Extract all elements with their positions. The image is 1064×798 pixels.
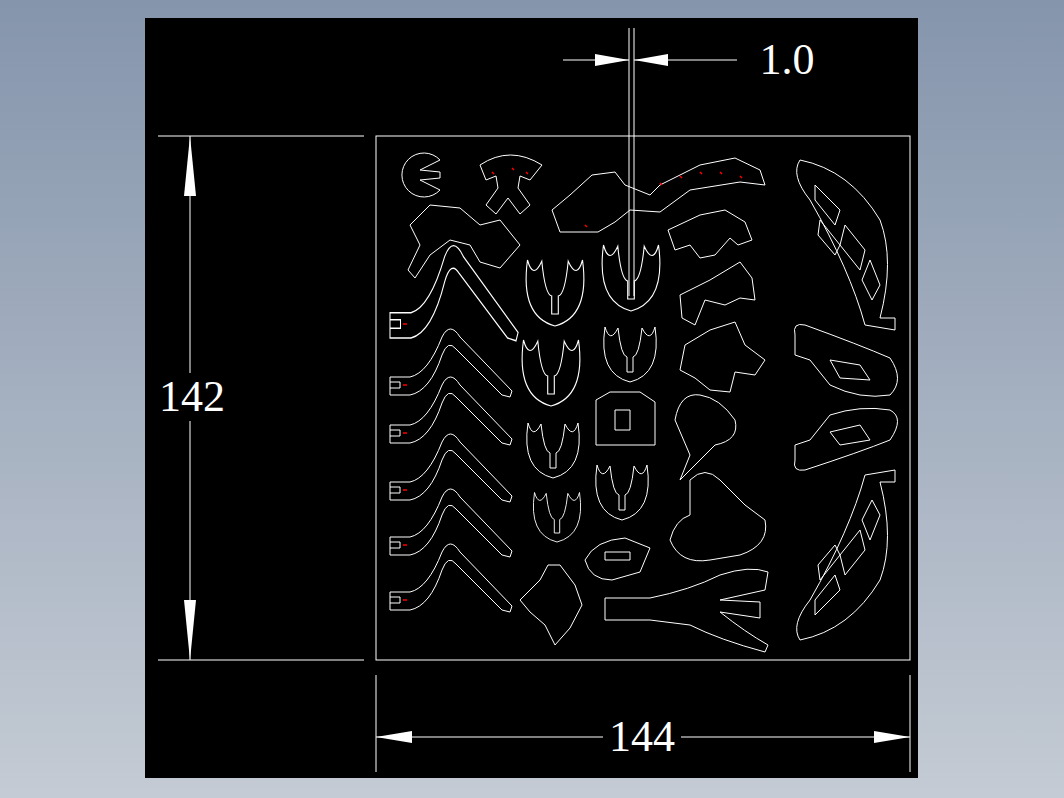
sheet-outline: [376, 136, 910, 660]
clip-part: [533, 493, 580, 543]
red-mark: [492, 168, 742, 227]
dimension-arrow: [184, 136, 196, 196]
body-part: [408, 205, 520, 278]
extension-line: [376, 675, 377, 772]
dimension-text: 1.0: [754, 36, 821, 84]
clip-part: [604, 327, 657, 382]
dimension-arrow: [376, 731, 412, 743]
dimension-arrow: [184, 600, 196, 660]
dimension-arrow: [874, 731, 910, 743]
tail-part: [605, 569, 768, 652]
dimension-arrow: [634, 54, 668, 66]
wing-part: [797, 160, 895, 330]
cad-background: [145, 18, 918, 778]
clip-part: [596, 465, 649, 520]
wing-cell: [815, 500, 880, 615]
clip-part: [522, 340, 580, 406]
ring-part: [402, 153, 440, 197]
clip-part: [526, 260, 584, 326]
joint-part: [668, 210, 752, 258]
extension-line: [158, 660, 364, 661]
extension-line: [910, 675, 911, 772]
leg-part: [390, 544, 512, 612]
wing-part: [797, 470, 895, 640]
hub-part: [480, 155, 542, 214]
clip-part: [527, 423, 580, 478]
leaf-part: [675, 395, 736, 480]
base-part: [520, 565, 582, 645]
head-part: [552, 158, 765, 232]
extension-line: [634, 28, 635, 296]
leg-part: [390, 377, 512, 445]
wing-cell: [815, 185, 880, 300]
joint-part: [680, 262, 755, 325]
wing-cell: [830, 360, 870, 380]
wing-part: [794, 324, 897, 396]
leg-part: [390, 489, 512, 557]
thorax-part: [680, 322, 765, 392]
red-mark: [403, 324, 407, 600]
wing-part: [794, 408, 897, 470]
wing-cell: [830, 425, 870, 445]
leg-part: [390, 246, 518, 341]
abdomen-part: [670, 473, 766, 561]
extension-line: [629, 28, 630, 296]
dimension-arrow: [595, 54, 629, 66]
leg-part: [390, 434, 512, 502]
dimension-text: 142: [153, 373, 231, 421]
tab-part: [585, 538, 650, 580]
extension-line: [158, 136, 364, 137]
leg-part: [390, 329, 512, 397]
dimension-text: 144: [603, 713, 681, 761]
block-part: [596, 392, 655, 445]
clip-part: [602, 245, 660, 311]
